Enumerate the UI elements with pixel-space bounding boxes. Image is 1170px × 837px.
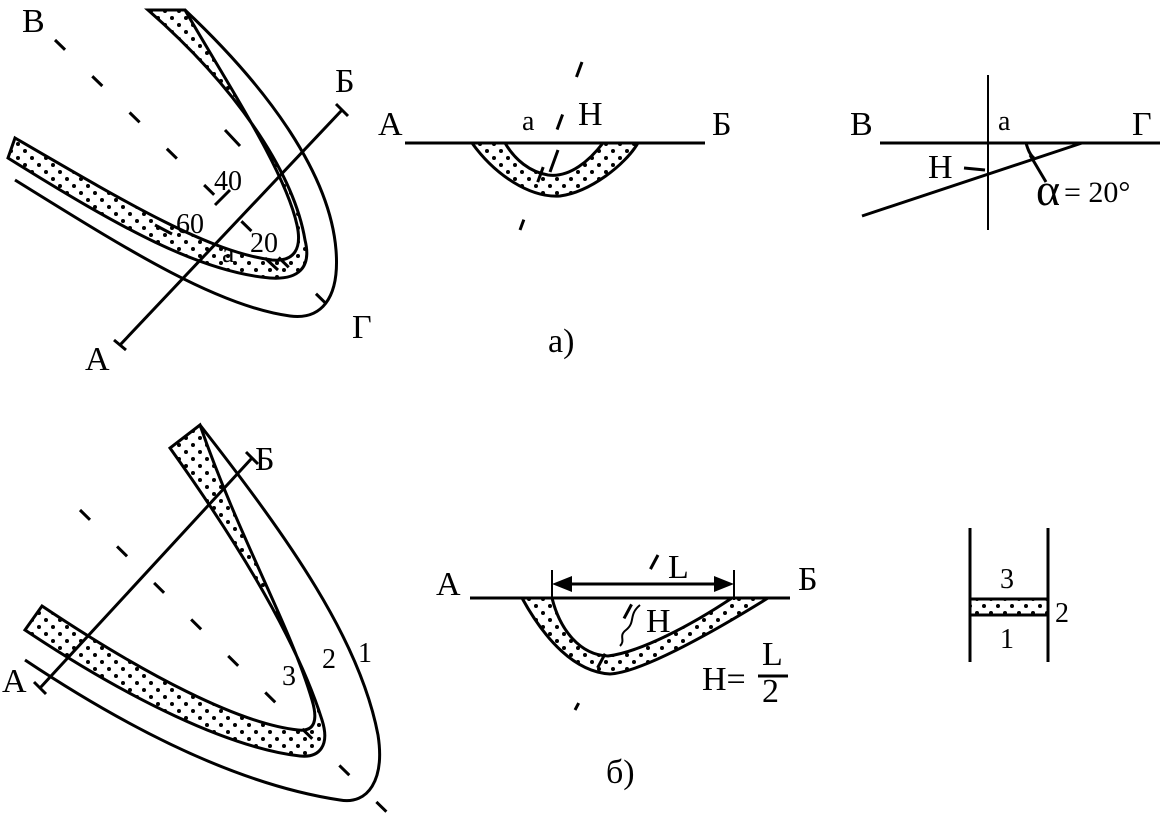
- layer-label-1: 1: [358, 638, 372, 669]
- figure-a-section-ab: А Б а Н: [378, 61, 732, 231]
- fold-bed-b: [22, 422, 327, 758]
- alpha-pointer: [1028, 154, 1048, 183]
- dip-mark-60a: [213, 188, 232, 207]
- tick-a: [113, 338, 127, 352]
- figure-b-map: А Б 3 2 1: [2, 422, 412, 837]
- syncline-bed-ab: [469, 141, 641, 198]
- label-a-point: а: [998, 106, 1011, 137]
- formula-lhs: Н=: [702, 661, 746, 698]
- column-label-2: 2: [1055, 598, 1069, 629]
- fold-outer-contact-b: [24, 424, 382, 803]
- layer-label-3: 3: [282, 661, 296, 692]
- figure-a-map: А Б В Г а 40 60 20: [6, 3, 372, 378]
- tick-a-b: [32, 680, 48, 696]
- h-pointer: [963, 166, 986, 172]
- tick-b-b: [244, 450, 260, 466]
- thickness-h-mark: [548, 149, 560, 173]
- label-h: Н: [646, 603, 671, 640]
- label-a-point: а: [522, 106, 535, 137]
- label-h: Н: [928, 149, 953, 186]
- formula-denominator: 2: [762, 673, 779, 710]
- label-a: А: [378, 106, 403, 143]
- dip-mark-40: [223, 128, 242, 148]
- label-b: Б: [255, 441, 275, 478]
- alpha-arc: [1024, 142, 1035, 160]
- inclined-bed-vg: [861, 141, 1083, 218]
- column-label-1: 1: [1000, 624, 1014, 655]
- section-line-ab-b: [38, 456, 254, 690]
- thickness-h-mark-b: [619, 604, 641, 647]
- tick-b: [334, 102, 350, 118]
- label-b: Б: [712, 106, 732, 143]
- label-a: А: [85, 341, 110, 378]
- axial-plane-ab: [518, 61, 584, 231]
- figure-b-section-ab: А Б L Н Н= L 2: [436, 549, 818, 711]
- figure-a-section-vg: В Г а Н α = 20°: [850, 75, 1160, 230]
- label-a-point: а: [222, 238, 235, 269]
- l-arrow-left: [552, 576, 572, 592]
- label-h: Н: [578, 96, 603, 133]
- label-a: А: [2, 663, 27, 700]
- label-v: В: [22, 3, 45, 40]
- label-b: Б: [798, 561, 818, 598]
- dip-label-60: 60: [176, 209, 204, 240]
- l-arrow-right: [714, 576, 734, 592]
- label-alpha-value: = 20°: [1064, 176, 1130, 209]
- figure-b-strat-column: 3 2 1: [968, 528, 1069, 662]
- label-g: Г: [352, 309, 372, 346]
- dip-mark-60b: [154, 223, 173, 236]
- label-a: А: [436, 566, 461, 603]
- label-alpha: α: [1036, 164, 1060, 215]
- column-label-3: 3: [1000, 564, 1014, 595]
- label-v: В: [850, 106, 873, 143]
- axial-trace-vg-a: [53, 38, 347, 324]
- syncline-bed-ab-b: [519, 596, 774, 676]
- label-b: Б: [335, 63, 355, 100]
- dip-label-40: 40: [214, 166, 242, 197]
- layer-label-2: 2: [322, 644, 336, 675]
- label-l: L: [668, 549, 689, 586]
- dip-mark-20: [263, 256, 280, 272]
- fold-bed-a: [6, 8, 309, 280]
- section-line-ab-a: [118, 108, 344, 347]
- column-dotted-layer: [968, 597, 1050, 617]
- formula-numerator: L: [762, 636, 783, 673]
- caption-b: б): [606, 754, 635, 791]
- label-g: Г: [1132, 106, 1152, 143]
- caption-a: а): [548, 323, 574, 360]
- dip-label-20: 20: [250, 228, 278, 259]
